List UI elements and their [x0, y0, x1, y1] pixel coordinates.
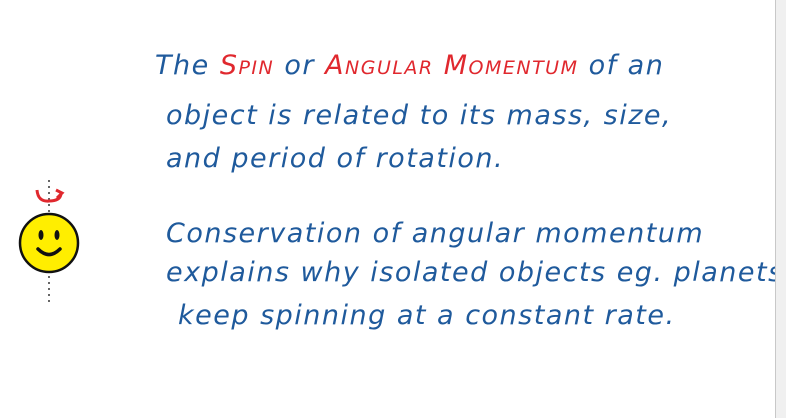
text-line-1: The Spin or Angular Momentum of an — [155, 50, 664, 81]
text-line-5: explains why isolated objects eg. planet… — [166, 257, 784, 288]
spin-highlight: Spin — [219, 50, 275, 81]
text-line-6: keep spinning at a constant rate. — [178, 300, 676, 331]
text-line-4: Conservation of angular momentum — [166, 218, 705, 249]
text-line-3: and period of rotation. — [166, 143, 505, 174]
text: of an — [578, 50, 665, 81]
right-eye — [54, 230, 60, 240]
smile — [36, 247, 62, 257]
spinning-smiley-icon — [18, 180, 80, 305]
arrow-head — [55, 188, 65, 200]
text: or — [274, 50, 326, 81]
text: The — [155, 50, 220, 81]
text-line-2: object is related to its mass, size, — [166, 100, 673, 131]
angular-momentum-highlight: Angular Momentum — [325, 50, 579, 81]
smiley-face — [18, 212, 80, 274]
left-eye — [38, 230, 44, 240]
vertical-scrollbar[interactable] — [775, 0, 786, 418]
